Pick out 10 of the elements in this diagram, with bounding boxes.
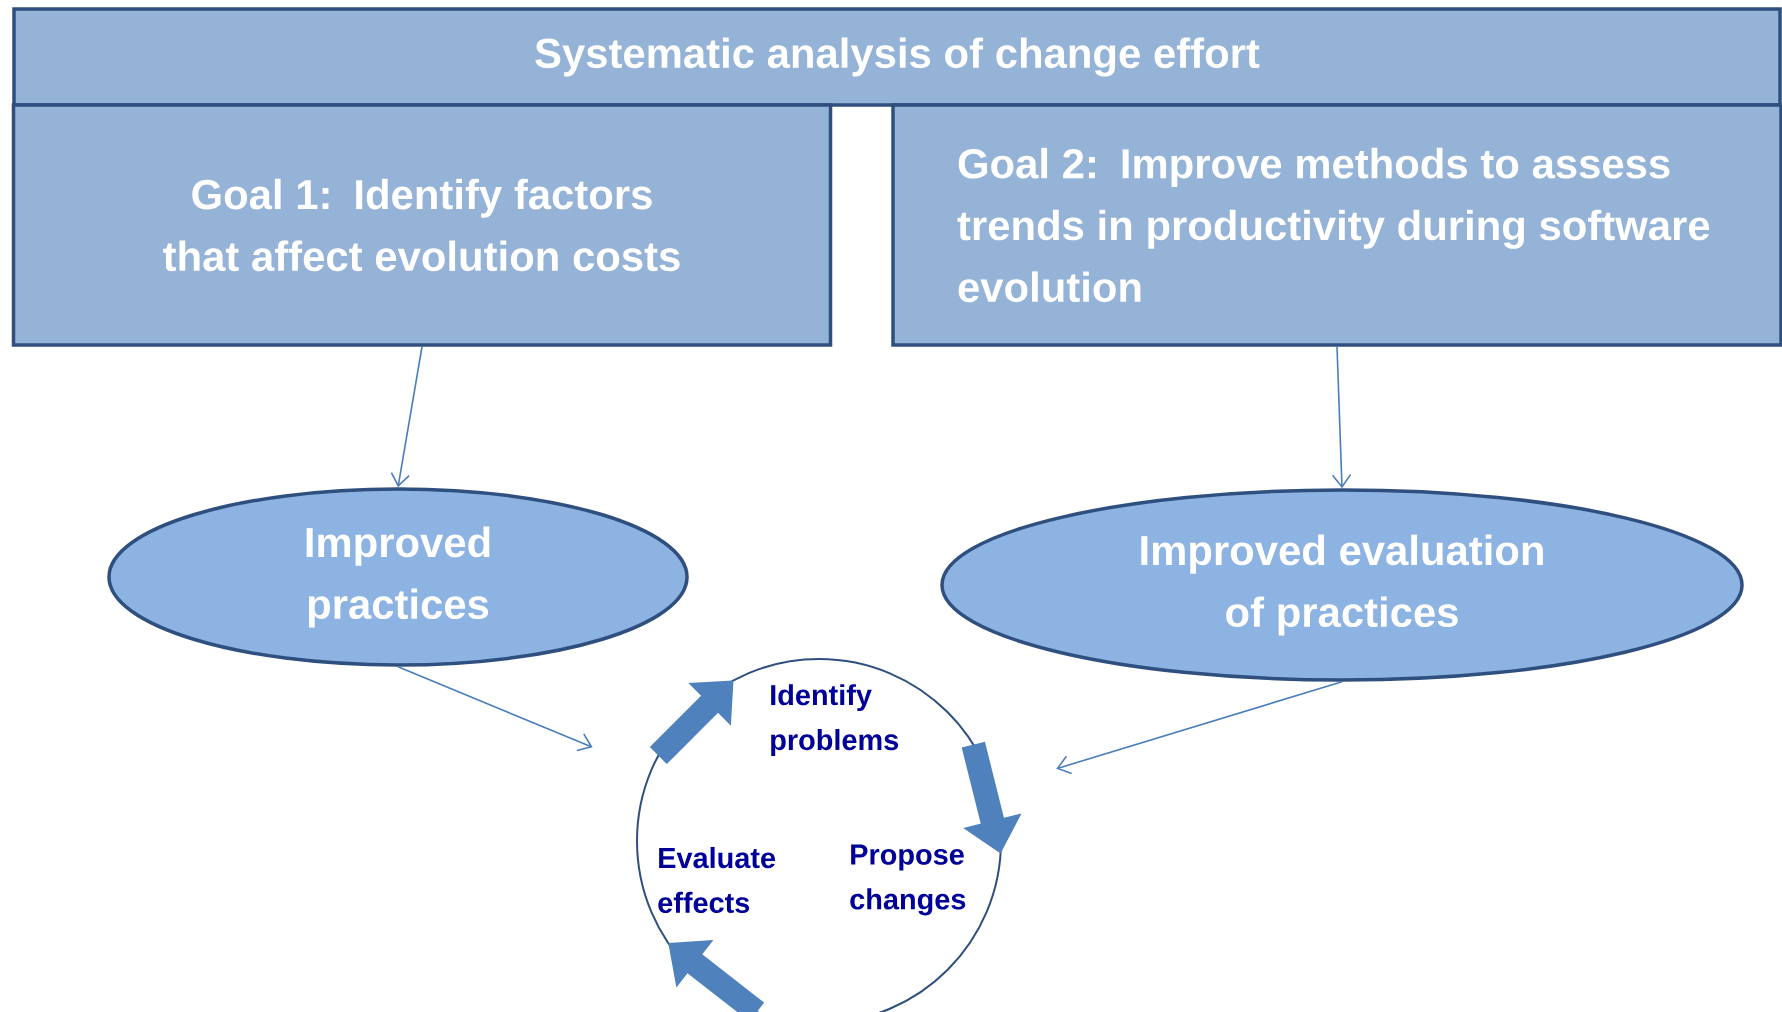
arrow [1056,680,1343,775]
goal-box: Goal 1: Identify factors that affect evolution costs [11,103,833,347]
arrow [1331,345,1352,489]
goal-box: Goal 2: Improve methods to assess trends in productivity during software evolution [891,103,1782,347]
title-band: Systematic analysis of change effort [12,7,1782,107]
arrow [390,345,423,488]
step-label: Propose changes [850,844,966,916]
step-label: Identify problems [771,684,899,756]
step-label: Evaluate effects [658,847,776,914]
arrow [397,665,593,752]
